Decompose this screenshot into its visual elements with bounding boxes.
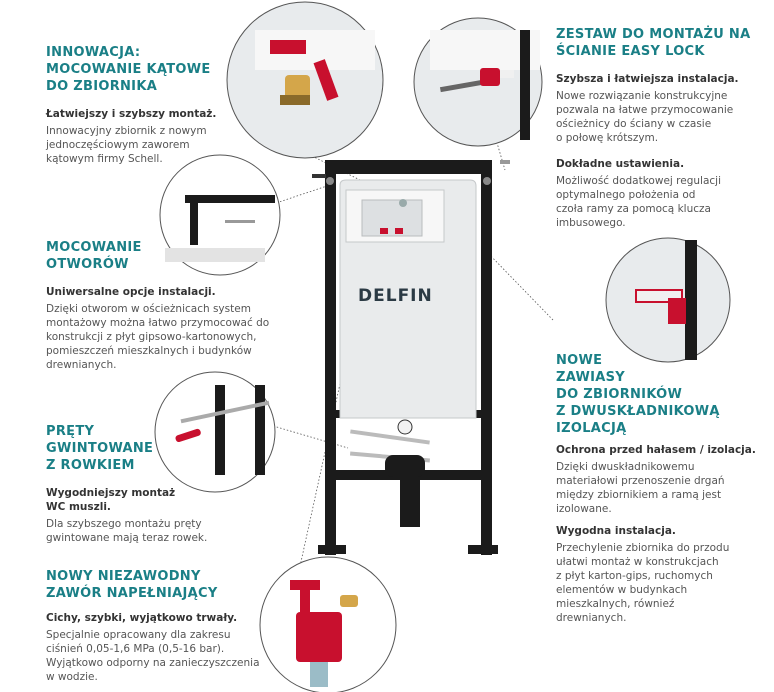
callout-line-holes: [269, 184, 331, 206]
section-subtitle: Cichy, szybki, wyjątkowo trwały.: [46, 612, 238, 624]
section-description: Specjalnie opracowany dla zakresu ciśnie…: [46, 629, 260, 683]
section-description: Dla szybszego montażu pręty gwintowane m…: [46, 518, 208, 544]
section-description: Dzięki dwuskładnikowemu materiałowi prze…: [556, 461, 725, 515]
section-title: NOWE ZAWIASY DO ZBIORNIKÓW Z DWUSKŁADNIK…: [556, 353, 720, 436]
drain-pipes: [349, 429, 431, 527]
section-description: Nowe rozwiązanie konstrukcyjne pozwala n…: [556, 90, 734, 144]
section-description: Innowacyjny zbiornik z nowym jednoczęści…: [46, 125, 207, 165]
section-easy-lock: ZESTAW DO MONTAŻU NA ŚCIANIE EASY LOCK S…: [556, 26, 766, 230]
section-subtitle: Szybsza i łatwiejsza instalacja.: [556, 73, 739, 85]
section-title: PRĘTY GWINTOWANE Z ROWKIEM: [46, 424, 154, 473]
section-title: NOWY NIEZAWODNY ZAWÓR NAPEŁNIAJĄCY: [46, 569, 218, 601]
section-description-2: Możliwość dodatkowej regulacji optymalne…: [556, 175, 721, 229]
detail-circle-valve: [259, 556, 397, 692]
brand-name: ELFIN: [373, 286, 433, 306]
section-title: INNOWACJA: MOCOWANIE KĄTOWE DO ZBIORNIKA: [46, 45, 211, 94]
section-description: Dzięki otworom w ościeżnicach system mon…: [46, 303, 270, 371]
section-corner-mount: INNOWACJA: MOCOWANIE KĄTOWE DO ZBIORNIKA…: [46, 44, 246, 166]
section-subtitle: Ochrona przed hałasem / izolacja.: [556, 444, 756, 456]
section-subtitle: Uniwersalne opcje instalacji.: [46, 286, 216, 298]
callout-line-hinges: [484, 249, 554, 321]
section-subtitle: Łatwiejszy i szybszy montaż.: [46, 108, 217, 120]
section-subtitle-2: Dokładne ustawienia.: [556, 158, 685, 170]
section-fill-valve: NOWY NIEZAWODNY ZAWÓR NAPEŁNIAJĄCY Cichy…: [46, 568, 266, 684]
section-title: MOCOWANIE OTWORÓW: [46, 240, 142, 272]
detail-circle-corner: [226, 1, 384, 159]
section-subtitle-2: Wygodna instalacja.: [556, 525, 676, 537]
section-threaded-rods: PRĘTY GWINTOWANE Z ROWKIEM Wygodniejszy …: [46, 423, 226, 545]
brand-logo: DELFIN: [358, 286, 433, 306]
section-subtitle: Wygodniejszy montaż WC muszli.: [46, 487, 176, 513]
detail-circle-holes: [159, 154, 281, 276]
detail-circle-easylock: [413, 17, 543, 147]
detail-circle-rods: [154, 371, 276, 493]
brand-initial: D: [358, 286, 374, 306]
section-hinges: NOWE ZAWIASY DO ZBIORNIKÓW Z DWUSKŁADNIK…: [556, 352, 768, 625]
section-holes: MOCOWANIE OTWORÓW Uniwersalne opcje inst…: [46, 239, 276, 372]
section-title: ZESTAW DO MONTAŻU NA ŚCIANIE EASY LOCK: [556, 27, 751, 59]
detail-circle-hinges: [605, 237, 731, 363]
callout-line-rods: [269, 424, 349, 449]
section-description-2: Przechylenie zbiornika do przodu ułatwi …: [556, 542, 730, 624]
cistern-tank: [339, 179, 477, 435]
